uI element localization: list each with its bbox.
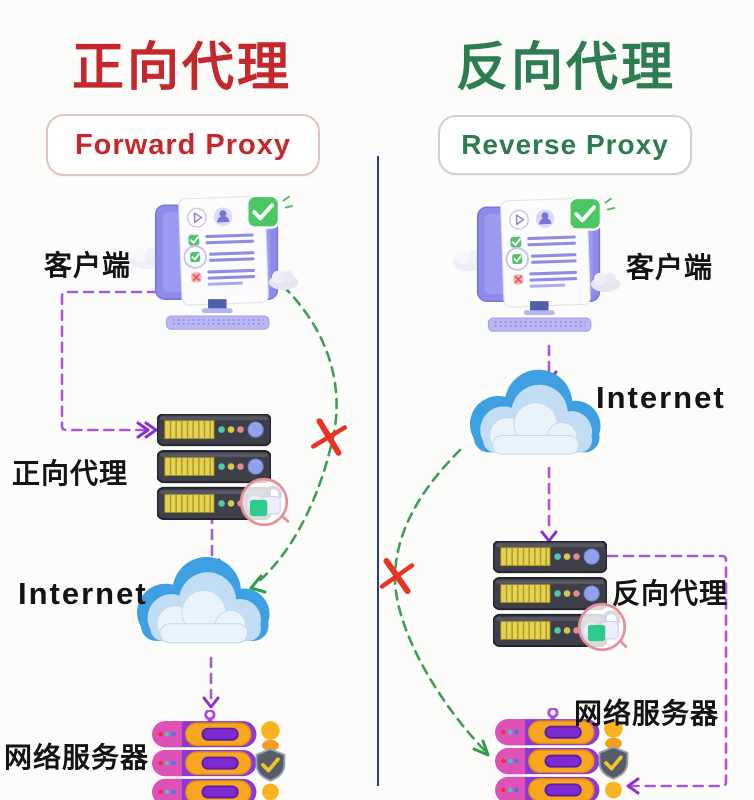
forward-proxy-subtitle: Forward Proxy [74, 128, 292, 161]
reverse-proxy-subtitle: Reverse Proxy [461, 129, 669, 160]
label-internet-right: Internet [596, 380, 726, 415]
label-reverse-proxy: 反向代理 [612, 578, 729, 609]
label-client-left: 客户端 [44, 250, 132, 281]
label-webserver-left: 网络服务器 [4, 742, 150, 773]
forward-proxy-subtitle-badge: Forward Proxy [46, 114, 320, 176]
blocked-x-icon [310, 418, 348, 456]
label-internet-left: Internet [18, 576, 148, 611]
reverse-response-curve-green [393, 448, 488, 754]
forward-proxy-title: 正向代理 [71, 39, 292, 97]
reverse-proxy-title: 反向代理 [455, 39, 676, 97]
reverse-request-path-proxy-to-web [606, 554, 728, 788]
client-computer-illustration [128, 196, 301, 332]
label-forward-proxy: 正向代理 [12, 458, 129, 489]
internet-cloud-illustration [136, 556, 270, 644]
internet-cloud-illustration [469, 369, 601, 455]
client-computer-illustration [450, 198, 623, 334]
label-client-right: 客户端 [626, 252, 714, 283]
lock-badge-icon [239, 477, 290, 527]
reverse-proxy-subtitle-badge: Reverse Proxy [438, 115, 692, 175]
label-webserver-right: 网络服务器 [574, 698, 720, 729]
blocked-x-icon [379, 557, 415, 595]
forward-request-arrow-client-to-proxy [60, 290, 159, 432]
web-server-illustration [152, 710, 284, 800]
